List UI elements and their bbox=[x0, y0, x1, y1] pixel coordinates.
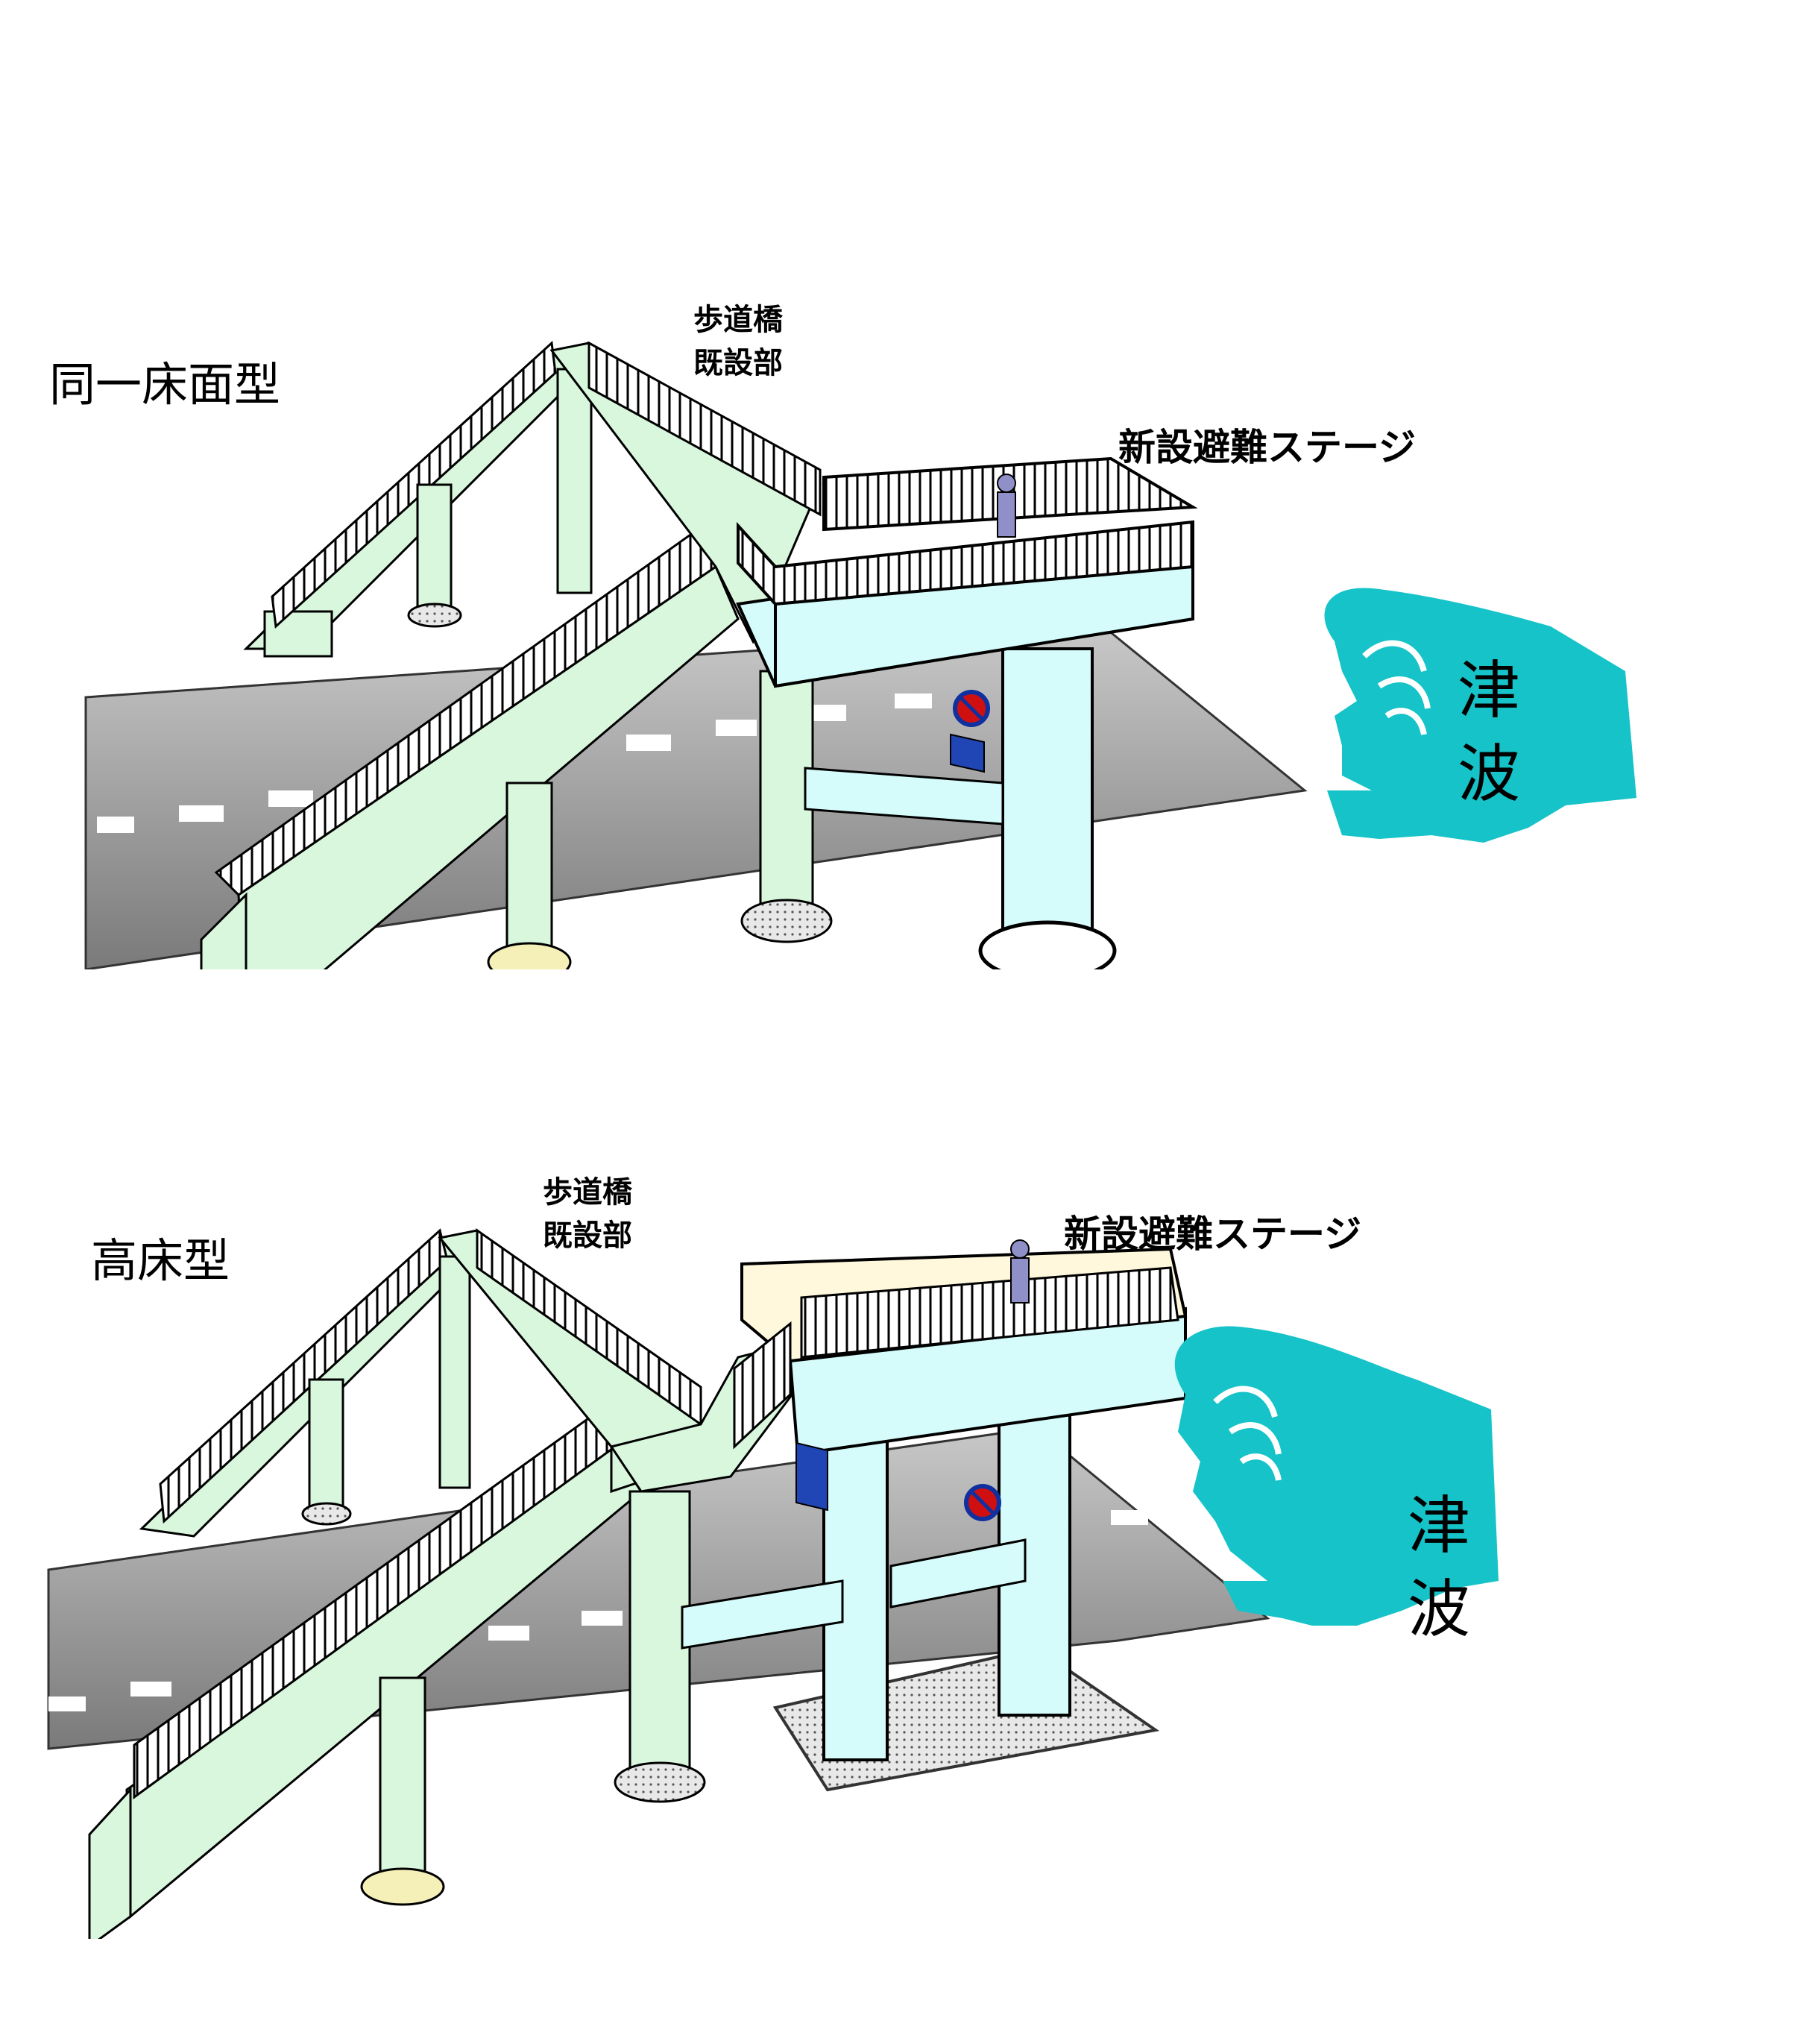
type-title: 高床型 bbox=[91, 1233, 230, 1288]
tsunami-label-line2: 波 bbox=[1408, 1573, 1471, 1646]
existing-bridge-note: 歩道橋 既設部 bbox=[543, 1171, 632, 1257]
tsunami-label-line2: 波 bbox=[1458, 738, 1521, 811]
existing-bridge-note: 歩道橋 既設部 bbox=[693, 298, 783, 385]
tower-pier bbox=[438, 1255, 471, 1489]
stage-beam bbox=[804, 767, 1004, 826]
tsunami-wave bbox=[1324, 588, 1636, 843]
tsunami-label: 津 波 bbox=[1408, 1484, 1470, 1651]
stage-label: 新設避難ステージ bbox=[1064, 1213, 1361, 1256]
stage-front-rail bbox=[737, 520, 1194, 606]
raised-floor-illustration bbox=[47, 1228, 1499, 1939]
existing-bridge-note-line1: 歩道橋 bbox=[693, 303, 783, 337]
tsunami-wave bbox=[1174, 1326, 1499, 1626]
front-pier-left bbox=[379, 1676, 426, 1888]
stage-column bbox=[1001, 647, 1094, 949]
no-parking-sign-icon bbox=[953, 690, 990, 727]
diagram-same-level: 同一床面型 歩道橋 既設部 新設避難ステージ 津 波 bbox=[0, 0, 1796, 969]
same-level-illustration bbox=[84, 340, 1636, 969]
back-pier bbox=[308, 1378, 344, 1512]
existing-bridge-note-line2: 既設部 bbox=[543, 1218, 632, 1253]
stage-stair-rail bbox=[733, 1321, 792, 1450]
tower-pier bbox=[556, 368, 593, 594]
lane-markings bbox=[97, 671, 1092, 833]
back-rail bbox=[271, 340, 557, 629]
stage-label: 新設避難ステージ bbox=[1118, 426, 1416, 469]
blue-sign-icon bbox=[950, 733, 985, 773]
back-pier bbox=[416, 483, 453, 613]
person-icon bbox=[997, 474, 1016, 538]
tsunami-label-line1: 津 bbox=[1408, 1489, 1471, 1562]
blue-sign-icon bbox=[795, 1441, 828, 1512]
lane-markings bbox=[48, 1510, 1148, 1711]
front-pier-right bbox=[628, 1490, 691, 1776]
type-title: 同一床面型 bbox=[49, 357, 281, 412]
front-pier-left bbox=[505, 782, 553, 963]
tsunami-label: 津 波 bbox=[1458, 649, 1520, 816]
tsunami-label-line1: 津 bbox=[1458, 654, 1521, 727]
no-parking-sign-icon bbox=[964, 1484, 1001, 1521]
person-icon bbox=[1010, 1239, 1030, 1304]
existing-bridge-note-line1: 歩道橋 bbox=[543, 1175, 632, 1210]
existing-bridge-note-line2: 既設部 bbox=[693, 346, 783, 380]
stage-beam-left bbox=[681, 1579, 844, 1650]
stage-beam-right bbox=[889, 1538, 1027, 1609]
diagram-raised-floor: 高床型 歩道橋 既設部 新設避難ステージ 津 波 bbox=[0, 969, 1796, 1939]
